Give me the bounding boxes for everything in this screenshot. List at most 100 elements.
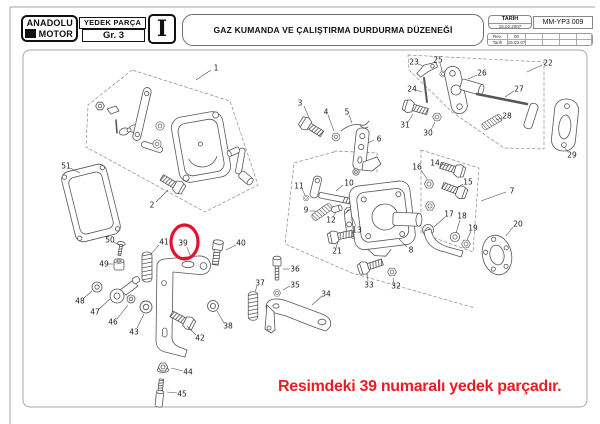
part-label-43: 43 <box>129 328 139 337</box>
part-leader-45 <box>166 391 178 394</box>
rev-cell-empty <box>526 34 543 40</box>
part-6-foot <box>361 156 382 172</box>
part-leader-37 <box>254 285 258 293</box>
part-leader-4 <box>327 114 335 132</box>
part-33-bolt <box>356 255 385 277</box>
part-leader-21 <box>335 240 339 249</box>
part-14-bolt <box>438 158 467 180</box>
part-1-cover <box>171 111 231 183</box>
part-label-35: 35 <box>290 281 300 290</box>
part-leader-38 <box>216 310 225 324</box>
part-label-1: 1 <box>214 64 219 73</box>
part-leader-24 <box>415 89 423 93</box>
part-leader-23 <box>417 63 424 67</box>
catalog-label: YEDEK PARÇA <box>79 17 146 29</box>
part-11-nut <box>302 195 310 201</box>
doc-number: MM-YP3 009 <box>533 16 593 29</box>
part-label-18: 18 <box>457 212 467 221</box>
part-leader-8 <box>398 238 408 248</box>
part-35-nut <box>273 289 281 297</box>
part-label-24: 24 <box>407 85 417 94</box>
group-7-outline <box>420 149 480 253</box>
brand-logo: ANADOLU MOTOR <box>21 15 78 42</box>
part-leader-7 <box>480 191 507 202</box>
part-50-screw <box>117 241 126 256</box>
part-leader-33 <box>366 272 369 282</box>
highlight-caption: Resimdeki 39 numaralı yedek parçadır. <box>278 378 562 395</box>
rev-value: 00 <box>508 34 526 40</box>
group-22-outline <box>407 54 545 150</box>
logo-square <box>25 29 36 38</box>
part-label-40: 40 <box>236 239 246 248</box>
part-leader-48 <box>83 290 93 299</box>
part-label-51: 51 <box>61 162 71 171</box>
part-38-washer <box>207 300 219 312</box>
part-leader-17 <box>433 216 446 228</box>
part-label-38: 38 <box>223 322 233 331</box>
part-leader-10 <box>335 184 344 192</box>
part-label-16: 16 <box>412 163 422 172</box>
part-6-pin <box>352 168 360 176</box>
part-label-42: 42 <box>195 334 205 343</box>
part-45-screw <box>154 378 165 408</box>
part-label-23: 23 <box>409 58 419 67</box>
part-leader-15 <box>456 183 464 189</box>
part-label-26: 26 <box>477 69 487 78</box>
rev-cell-empty <box>560 40 577 45</box>
part-label-5: 5 <box>345 108 350 117</box>
part-40-bolt <box>211 239 224 266</box>
part-12-pin <box>331 204 343 213</box>
part-label-32: 32 <box>391 282 401 291</box>
part-label-3: 3 <box>298 99 303 108</box>
logo-line1: ANADOLU <box>26 18 73 28</box>
part-label-34: 34 <box>321 290 331 299</box>
highlight-circle <box>169 223 200 261</box>
part-36-screw <box>272 255 282 281</box>
exploded-view-art <box>61 54 579 408</box>
rev-label: Rev. <box>488 34 508 40</box>
part-label-47: 47 <box>90 308 100 317</box>
part-leader-12 <box>332 211 337 218</box>
part-leader-20 <box>505 226 514 237</box>
rev-cell-empty <box>543 40 560 45</box>
part-leader-34 <box>311 295 323 306</box>
part-leader-30 <box>430 121 436 131</box>
part-label-28: 28 <box>502 112 512 121</box>
page-frame <box>9 6 595 424</box>
part-leader-47 <box>98 298 111 310</box>
part-leader-5 <box>348 114 353 124</box>
part-3-bolt <box>296 114 327 140</box>
part-label-10: 10 <box>344 179 354 188</box>
part-19-nut <box>461 239 471 249</box>
part-crank <box>226 146 254 186</box>
part-leader-16 <box>420 169 428 180</box>
group-1-small-hardware <box>95 87 165 153</box>
part-leader-11 <box>301 188 306 196</box>
rev-cell-empty <box>526 40 543 45</box>
logo-line2: MOTOR <box>38 28 73 39</box>
group-1-outline <box>85 69 259 213</box>
part-leader-44 <box>170 367 184 372</box>
part-17-lever <box>422 224 464 258</box>
part-label-45: 45 <box>177 390 187 399</box>
part-label-49: 49 <box>99 260 109 269</box>
part-leader-31 <box>407 113 414 123</box>
part-leader-35 <box>282 285 291 291</box>
part-leader-27 <box>504 90 515 98</box>
part-leader-25 <box>439 62 443 72</box>
part-20-gasket <box>481 234 513 276</box>
rev-cell-empty <box>577 40 592 45</box>
part-leader-29 <box>563 146 569 153</box>
part-leader-22 <box>526 64 543 73</box>
part-label-2: 2 <box>150 201 155 210</box>
part-6-bracket <box>352 127 370 171</box>
part-32-nut <box>387 267 397 277</box>
part-30-nut <box>432 112 442 122</box>
part-51-plate <box>61 163 121 243</box>
page-title: GAZ KUMANDA VE ÇALIŞTIRMA DURDURMA DÜZEN… <box>182 14 484 46</box>
part-label-6: 6 <box>377 135 382 144</box>
part-23-lever <box>416 61 439 78</box>
part-26-flange <box>444 65 468 115</box>
part-leader-28 <box>495 117 503 121</box>
